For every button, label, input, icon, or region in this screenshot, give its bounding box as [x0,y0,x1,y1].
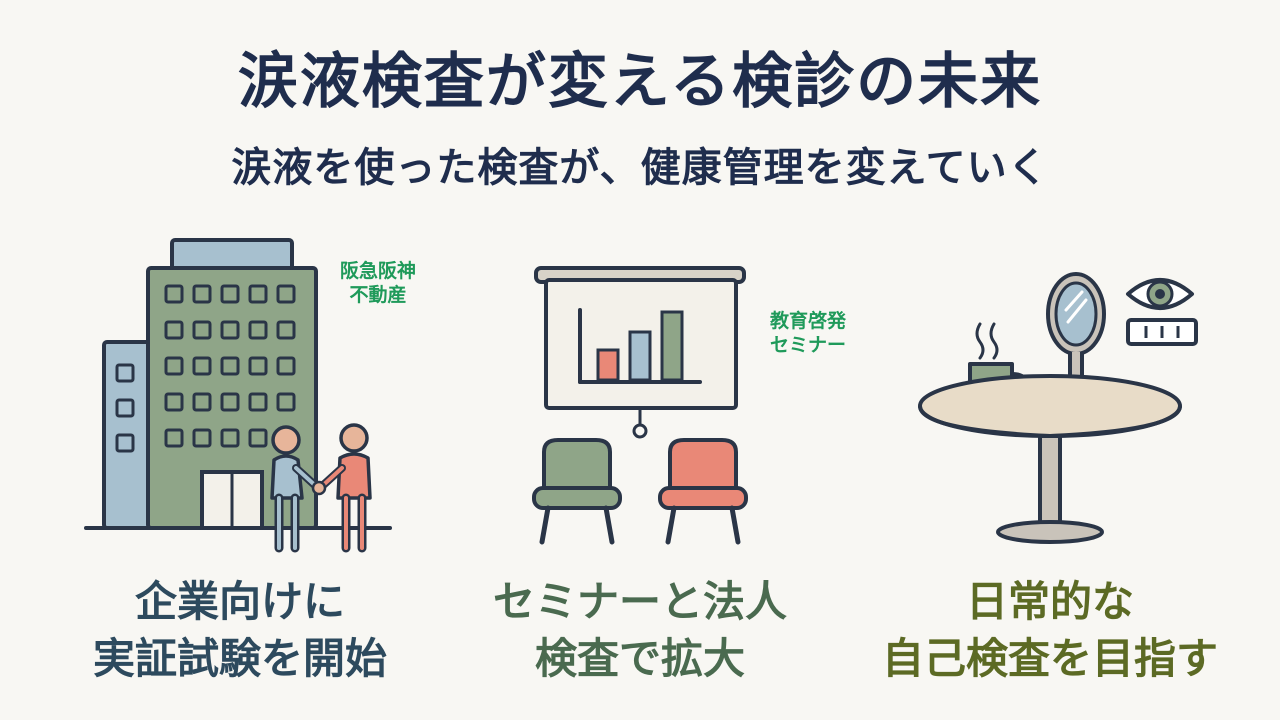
self-check-table-illustration [918,272,1198,544]
tag-line: 不動産 [349,283,407,306]
table-pedestal [1038,434,1062,530]
page-title: 涙液検査が変える検診の未来 [237,47,1043,117]
steam-icon [975,322,999,360]
caption-line: 企業向けに [134,577,345,626]
caption-line: 自己検査を目指す [881,633,1218,683]
table-base [996,520,1104,544]
bar-chart-icon [578,308,702,384]
caption-line: セミナーと法人 [492,577,787,626]
chair-right-icon [658,438,748,545]
caption-corporate: 企業向けに 実証試験を開始 [40,574,440,687]
hand-mirror-icon [1046,272,1106,412]
tag-corporate: 阪急阪神 不動産 [318,260,438,308]
eye-icon [1126,278,1194,310]
person-right-icon [316,423,372,553]
tag-line: 阪急阪神 [339,260,416,282]
chair-left-icon [532,438,622,545]
tag-line: セミナー [769,333,846,356]
caption-line: 日常的な [965,577,1134,626]
panel-corporate [80,230,420,560]
caption-self-check: 日常的な 自己検査を目指す [850,574,1250,687]
caption-line: 実証試験を開始 [92,633,387,683]
panel-seminar [500,230,780,560]
caption-line: 検査で拡大 [534,633,745,683]
panel-self-check [900,230,1220,560]
caption-seminar: セミナーと法人 検査で拡大 [440,574,840,687]
tag-seminar: 教育啓発 セミナー [748,310,868,358]
handshake-icon [311,480,327,496]
seminar-illustration [532,266,748,545]
test-strip-icon [1126,318,1198,346]
page-subtitle: 涙液を使った検査が、健康管理を変えていく [231,145,1049,191]
pull-cord-icon [632,423,648,439]
tag-line: 教育啓発 [769,310,846,332]
rooftop-icon [170,238,294,272]
office-building-handshake-illustration [84,238,392,553]
